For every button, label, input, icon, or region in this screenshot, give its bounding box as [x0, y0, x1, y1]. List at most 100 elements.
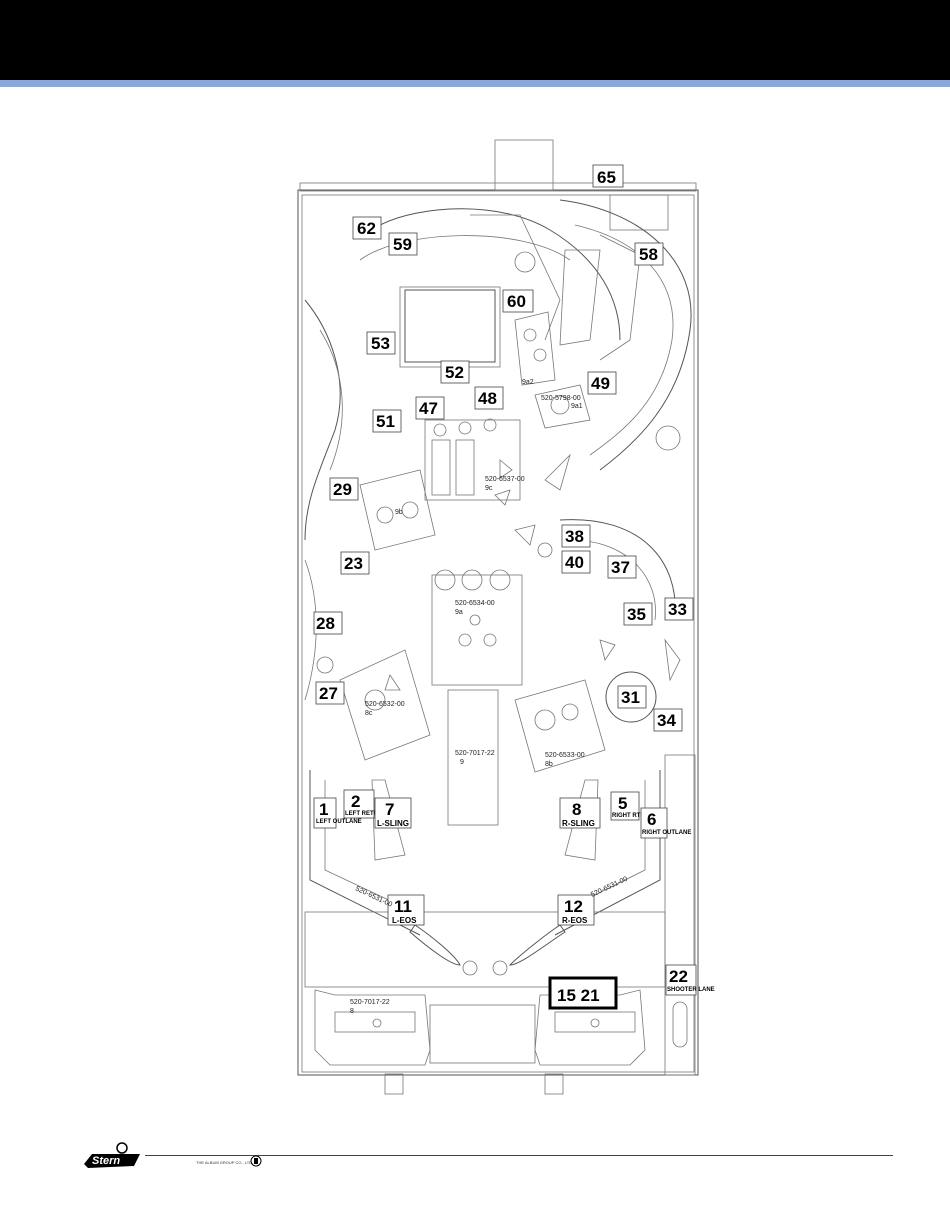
- svg-text:33: 33: [668, 600, 687, 619]
- header-rule: [0, 80, 950, 87]
- arrow-inserts: [494, 453, 681, 682]
- plate-9a: [431, 569, 523, 686]
- svg-text:47: 47: [419, 399, 438, 418]
- callout-35: 35: [623, 602, 653, 626]
- svg-text:520-6532-00: 520-6532-00: [365, 701, 405, 708]
- header-bar: [0, 0, 950, 80]
- callout-33: 33: [664, 597, 694, 621]
- callout-62: 62: [352, 216, 382, 240]
- svg-text:9a: 9a: [455, 609, 463, 616]
- callout-8: 8R-SLING: [559, 797, 601, 829]
- svg-text:9a2: 9a2: [522, 379, 534, 386]
- svg-text:520-6531-00: 520-6531-00: [590, 876, 629, 899]
- footer-company-text: THE ALBUM GROUP CO., LTD.: [196, 1160, 254, 1165]
- shooter-lane: [664, 754, 696, 1076]
- callout-48: 48: [474, 386, 504, 410]
- svg-text:22: 22: [669, 967, 688, 986]
- svg-text:38: 38: [565, 527, 584, 546]
- svg-text:60: 60: [507, 292, 526, 311]
- svg-text:12: 12: [564, 897, 583, 916]
- callout-12: 12R-EOS: [557, 894, 595, 926]
- callout-38: 38: [561, 524, 591, 548]
- callout-37: 37: [607, 555, 637, 579]
- callout-65: 65: [592, 164, 624, 188]
- callout-52: 52: [440, 360, 470, 384]
- svg-text:5: 5: [618, 794, 627, 813]
- plate-8b: [514, 679, 606, 773]
- svg-text:51: 51: [376, 412, 395, 431]
- svg-text:8c: 8c: [365, 710, 373, 717]
- svg-text:RIGHT OUTLANE: RIGHT OUTLANE: [642, 830, 691, 836]
- svg-text:LEFT RETURN: LEFT RETURN: [345, 811, 387, 817]
- svg-text:59: 59: [393, 235, 412, 254]
- callout-27: 27: [315, 681, 345, 705]
- plate-9b: [359, 469, 436, 551]
- svg-text:Stern: Stern: [92, 1155, 120, 1167]
- svg-text:58: 58: [639, 245, 658, 264]
- svg-text:48: 48: [478, 389, 497, 408]
- svg-text:6: 6: [647, 810, 656, 829]
- svg-text:R-SLING: R-SLING: [562, 819, 595, 828]
- apron: [314, 989, 646, 1066]
- svg-text:9: 9: [460, 759, 464, 766]
- plate-8c: [339, 649, 431, 761]
- callout-53: 53: [366, 331, 396, 355]
- stern-logo: Stern: [84, 1142, 140, 1168]
- plate-9a2: [514, 311, 556, 386]
- svg-text:L-SLING: L-SLING: [377, 819, 409, 828]
- plate-9a1: [534, 384, 591, 429]
- registration-mark-icon: [250, 1155, 262, 1167]
- svg-text:RIGHT RTN LANE: RIGHT RTN LANE: [612, 813, 663, 819]
- svg-text:9c: 9c: [485, 485, 493, 492]
- pop-bumpers: [316, 251, 681, 723]
- svg-text:40: 40: [565, 553, 584, 572]
- footer-rule: [145, 1155, 893, 1156]
- svg-text:9a1: 9a1: [571, 403, 583, 410]
- svg-text:L-EOS: L-EOS: [392, 916, 417, 925]
- svg-text:2: 2: [351, 792, 360, 811]
- plate-9c: [424, 418, 521, 501]
- svg-text:7: 7: [385, 800, 394, 819]
- callout-59: 59: [388, 232, 418, 256]
- callout-34: 34: [653, 708, 683, 732]
- svg-text:8: 8: [350, 1008, 354, 1015]
- svg-text:520-6534-00: 520-6534-00: [455, 600, 495, 607]
- svg-text:15 21: 15 21: [557, 986, 600, 1005]
- svg-text:52: 52: [445, 363, 464, 382]
- svg-text:53: 53: [371, 334, 390, 353]
- svg-text:11: 11: [394, 897, 412, 916]
- svg-text:SHOOTER LANE: SHOOTER LANE: [667, 987, 715, 993]
- svg-text:31: 31: [621, 688, 640, 707]
- upper-ramps: [304, 199, 692, 701]
- callout-11: 11L-EOS: [387, 894, 425, 926]
- svg-text:35: 35: [627, 605, 646, 624]
- svg-text:23: 23: [344, 554, 363, 573]
- svg-text:27: 27: [319, 684, 338, 703]
- svg-text:29: 29: [333, 480, 352, 499]
- svg-text:520-7017-22: 520-7017-22: [455, 750, 495, 757]
- callout-40: 40: [561, 550, 591, 574]
- svg-text:37: 37: [611, 558, 630, 577]
- callout-28: 28: [313, 611, 343, 635]
- svg-text:520-6533-00: 520-6533-00: [545, 752, 585, 759]
- svg-text:1: 1: [319, 800, 328, 819]
- callout-23: 23: [340, 551, 370, 575]
- svg-text:9b: 9b: [395, 509, 403, 516]
- plate-9: [447, 689, 499, 826]
- svg-text:R-EOS: R-EOS: [562, 916, 588, 925]
- callout-31: 31: [617, 685, 647, 709]
- svg-text:49: 49: [591, 374, 610, 393]
- callout-7: 7L-SLING: [374, 797, 412, 829]
- callout-15-21: 15 21: [548, 976, 618, 1010]
- svg-text:520-5798-00: 520-5798-00: [541, 395, 581, 402]
- svg-text:520-7017-22: 520-7017-22: [350, 999, 390, 1006]
- callout-47: 47: [415, 396, 445, 420]
- svg-text:28: 28: [316, 614, 335, 633]
- svg-text:LEFT OUTLANE: LEFT OUTLANE: [316, 819, 362, 825]
